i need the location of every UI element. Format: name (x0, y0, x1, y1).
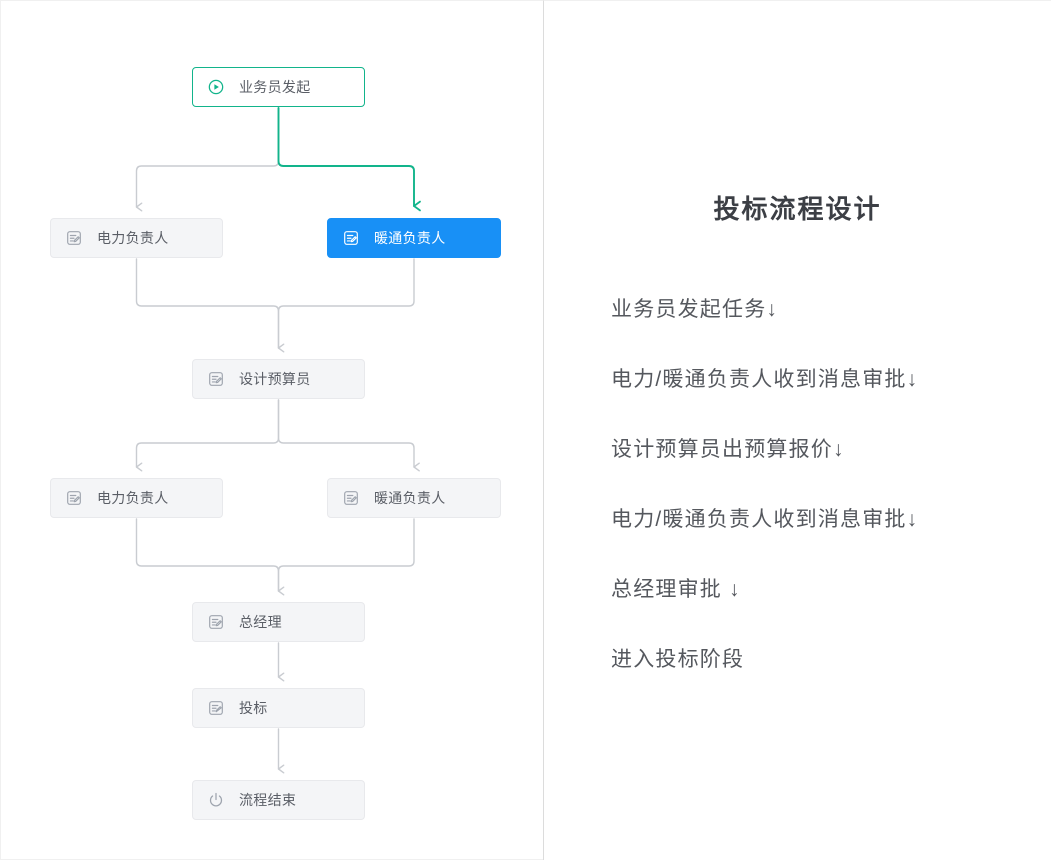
form-edit-icon (65, 489, 83, 507)
form-edit-icon (207, 370, 225, 388)
flow-node-label: 暖通负责人 (374, 490, 446, 506)
flow-diagram-panel: 业务员发起 电力负责人 (0, 0, 543, 860)
form-edit-icon (207, 699, 225, 717)
process-step: 电力/暖通负责人收到消息审批↓ (611, 508, 919, 531)
edge-hvac1-to-budget (277, 258, 415, 349)
flow-node-bid[interactable]: 投标 (192, 688, 365, 728)
process-step: 设计预算员出预算报价↓ (611, 438, 845, 461)
process-step-list: 业务员发起任务↓ 电力/暖通负责人收到消息审批↓ 设计预算员出预算报价↓ 电力/… (611, 299, 1043, 719)
form-edit-icon (65, 229, 83, 247)
flow-node-label: 总经理 (239, 614, 282, 630)
flow-node-elec2[interactable]: 电力负责人 (50, 478, 223, 518)
flow-node-budget[interactable]: 设计预算员 (192, 359, 365, 399)
connector-group-active (277, 107, 421, 212)
form-edit-icon (342, 489, 360, 507)
flow-node-label: 设计预算员 (239, 371, 311, 387)
process-step: 业务员发起任务↓ (611, 298, 779, 321)
flow-node-label: 暖通负责人 (374, 230, 446, 246)
flow-node-layer: 业务员发起 电力负责人 (1, 1, 543, 859)
description-panel: 投标流程设计 业务员发起任务↓ 电力/暖通负责人收到消息审批↓ 设计预算员出预算… (543, 0, 1051, 860)
flow-node-end[interactable]: 流程结束 (192, 780, 365, 820)
process-step: 总经理审批 ↓ (611, 578, 741, 601)
flow-node-start[interactable]: 业务员发起 (192, 67, 365, 107)
edge-budget-to-hvac2 (277, 399, 420, 472)
edge-hvac2-to-manager (277, 518, 415, 592)
form-edit-icon (342, 229, 360, 247)
flow-connectors (135, 107, 421, 774)
flow-node-hvac1[interactable]: 暖通负责人 (327, 218, 501, 258)
flow-node-label: 电力负责人 (97, 230, 169, 246)
form-edit-icon (207, 613, 225, 631)
process-step: 进入投标阶段 (611, 648, 745, 671)
process-step: 电力/暖通负责人收到消息审批↓ (611, 368, 919, 391)
play-circle-icon (207, 78, 225, 96)
flow-node-label: 流程结束 (239, 792, 297, 808)
flow-node-label: 业务员发起 (239, 79, 311, 95)
page-title: 投标流程设计 (713, 194, 882, 224)
flow-node-hvac2[interactable]: 暖通负责人 (327, 478, 501, 518)
flow-node-label: 投标 (239, 700, 268, 716)
connector-group-grey (135, 107, 420, 774)
power-icon (207, 791, 225, 809)
flow-node-elec1[interactable]: 电力负责人 (50, 218, 223, 258)
flow-node-label: 电力负责人 (97, 490, 169, 506)
edge-start-to-hvac1 (277, 107, 421, 212)
flow-node-manager[interactable]: 总经理 (192, 602, 365, 642)
